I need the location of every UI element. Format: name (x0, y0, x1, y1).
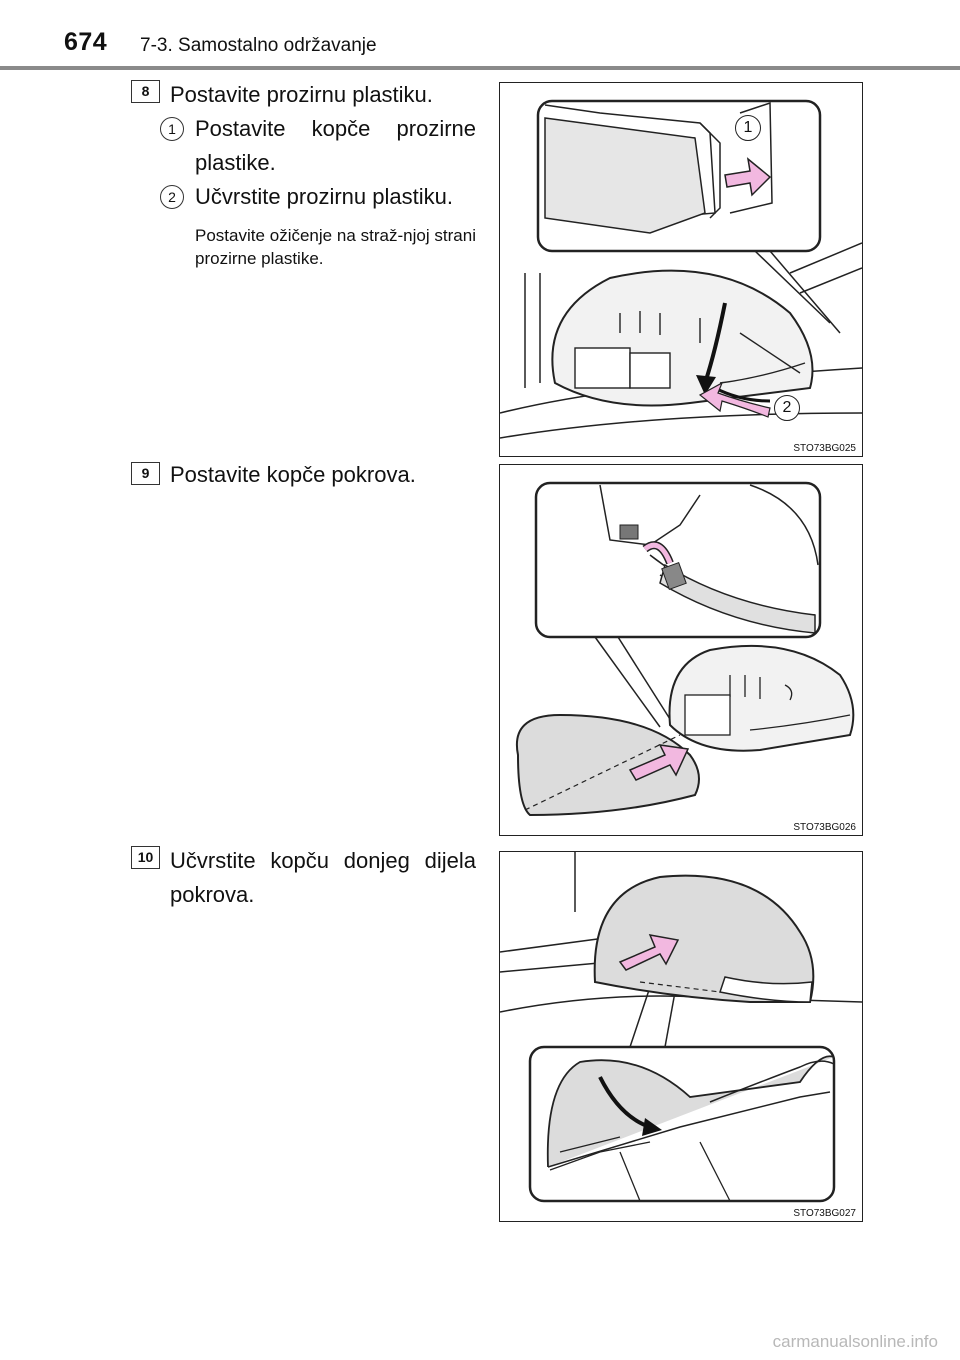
substep-2-text: Učvrstite prozirnu plastiku. (195, 184, 453, 209)
page-number: 674 (64, 28, 108, 56)
mirror-transparent-plastic-illustration (500, 99, 862, 439)
callout-1: 1 (735, 115, 761, 141)
figure-sto73bg027: STO73BG027 (499, 851, 863, 1222)
figure-sto73bg025: 1 2 STO73BG025 (499, 82, 863, 457)
figure-code: STO73BG027 (791, 1208, 858, 1219)
substep-number-2: 2 (160, 185, 184, 209)
figure-code: STO73BG026 (791, 822, 858, 833)
step-badge-9: 9 (131, 462, 160, 485)
substep-number-1: 1 (160, 117, 184, 141)
header-rule (0, 66, 960, 70)
step-8-note: Postavite ožičenje na straž-njoj strani … (195, 226, 476, 268)
figure-code: STO73BG025 (791, 443, 858, 454)
mirror-cover-clips-illustration (515, 481, 855, 817)
figure-sto73bg026: STO73BG026 (499, 464, 863, 836)
section-title: 7-3. Samostalno održavanje (140, 35, 377, 56)
step-10-text: Učvrstite kopču donjeg dijela pokrova. (170, 848, 476, 907)
step-9-text: Postavite kopče pokrova. (170, 462, 416, 487)
step-badge-8: 8 (131, 80, 160, 103)
step-badge-10: 10 (131, 846, 160, 869)
callout-2: 2 (774, 395, 800, 421)
watermark: carmanualsonline.info (772, 1332, 938, 1351)
step-8-text: Postavite prozirnu plastiku. (170, 82, 433, 107)
mirror-cover-lower-clip-illustration (500, 852, 862, 1203)
substep-1-text: Postavite kopče prozirne plastike. (195, 116, 476, 175)
